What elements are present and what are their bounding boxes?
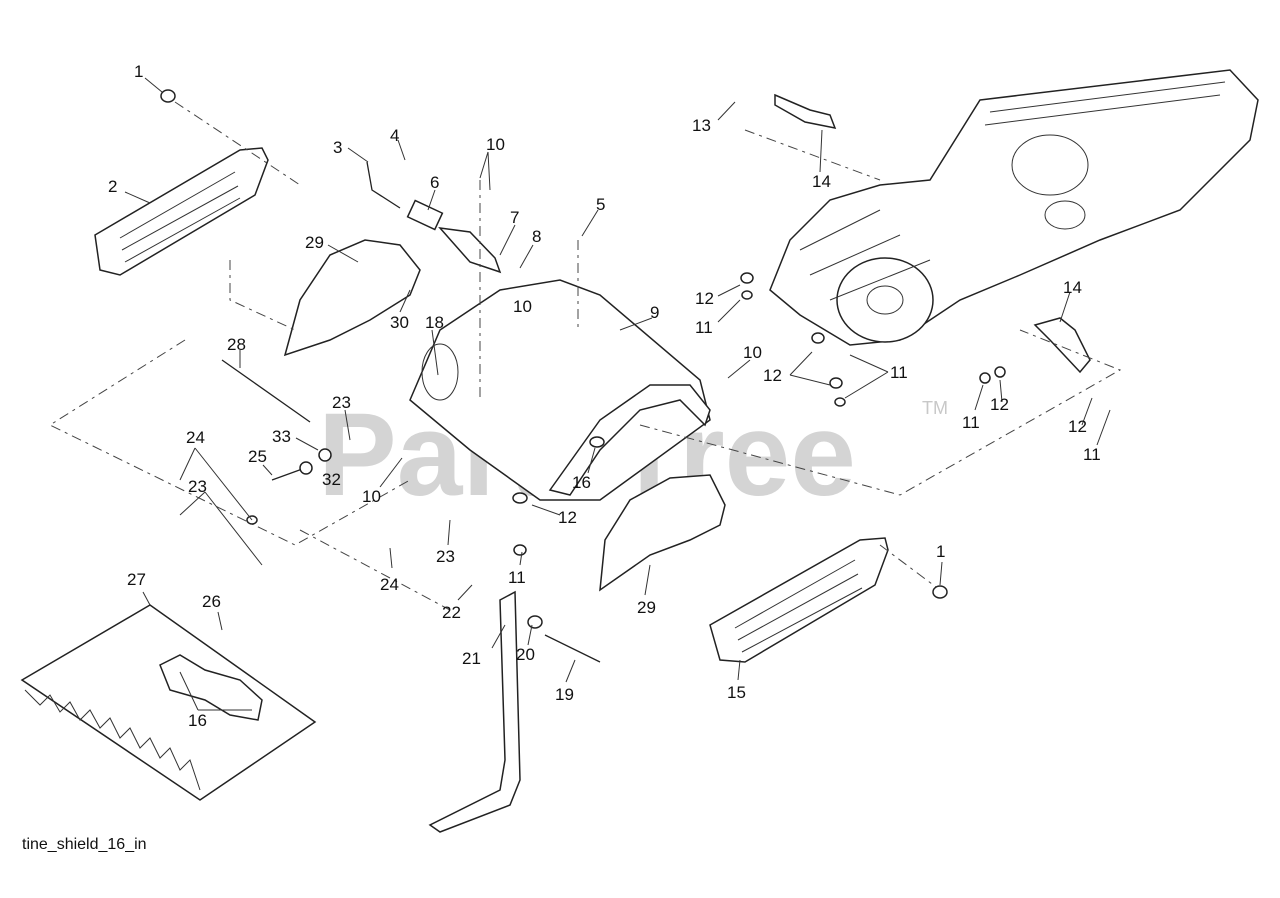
- callout-25: 25: [248, 447, 267, 466]
- depth-stake: [428, 590, 521, 833]
- callout-14: 14: [812, 172, 831, 191]
- bracket-14-lower: [1033, 317, 1091, 374]
- callout-4: 4: [390, 126, 399, 145]
- leader-lines: [124, 77, 1111, 711]
- callout-1: 1: [134, 62, 143, 81]
- diagram-caption: tine_shield_16_in: [22, 836, 147, 853]
- side-shield-right: [709, 537, 889, 663]
- shield-half-upper: [283, 239, 421, 357]
- rear-flap: [20, 604, 317, 801]
- callout-26: 26: [202, 592, 221, 611]
- callout-32: 32: [322, 470, 341, 489]
- tine-shield-main: [409, 279, 711, 501]
- callout-23: 23: [332, 393, 351, 412]
- callout-12: 12: [763, 366, 782, 385]
- assembly-lines: [48, 101, 1122, 611]
- callout-20: 20: [516, 645, 535, 664]
- bracket-14-upper: [774, 93, 837, 130]
- callout-15: 15: [727, 683, 746, 702]
- callout-12: 12: [558, 508, 577, 527]
- callout-3: 3: [333, 138, 342, 157]
- callout-16: 16: [188, 711, 207, 730]
- callout-24: 24: [186, 428, 205, 447]
- shield-half-lower: [599, 474, 726, 592]
- pin-19: [544, 634, 601, 663]
- pin-25: [271, 467, 306, 481]
- hardware: [160, 89, 1006, 629]
- callout-10: 10: [513, 297, 532, 316]
- callout-12: 12: [695, 289, 714, 308]
- callout-12: 12: [990, 395, 1009, 414]
- callout-1: 1: [936, 542, 945, 561]
- lever-3: [366, 161, 401, 209]
- callout-6: 6: [430, 173, 439, 192]
- callout-labels: 1 2 3 4 10 6 5 7 8 29 30 18 10 9 13 14 1…: [108, 62, 1101, 730]
- callout-8: 8: [532, 227, 541, 246]
- side-shield-left: [94, 147, 269, 276]
- bracket-7: [438, 226, 502, 274]
- callout-10: 10: [486, 135, 505, 154]
- callout-23: 23: [436, 547, 455, 566]
- callout-33: 33: [272, 427, 291, 446]
- watermark-trademark: TM: [922, 398, 948, 418]
- spring-6: [406, 199, 444, 231]
- callout-11: 11: [890, 363, 908, 382]
- callout-10: 10: [362, 487, 381, 506]
- callout-14: 14: [1063, 278, 1082, 297]
- callout-29: 29: [637, 598, 656, 617]
- callout-24: 24: [380, 575, 399, 594]
- callout-13: 13: [692, 116, 711, 135]
- callout-12: 12: [1068, 417, 1087, 436]
- callout-16: 16: [572, 473, 591, 492]
- callout-23: 23: [188, 477, 207, 496]
- callout-28: 28: [227, 335, 246, 354]
- callout-9: 9: [650, 303, 659, 322]
- callout-2: 2: [108, 177, 117, 196]
- callout-22: 22: [442, 603, 461, 622]
- callout-18: 18: [425, 313, 444, 332]
- callout-19: 19: [555, 685, 574, 704]
- callout-7: 7: [510, 208, 519, 227]
- callout-29: 29: [305, 233, 324, 252]
- callout-11: 11: [962, 413, 980, 432]
- callout-5: 5: [596, 195, 605, 214]
- callout-11: 11: [1083, 445, 1101, 464]
- callout-27: 27: [127, 570, 146, 589]
- callout-21: 21: [462, 649, 481, 668]
- tiller-frame: [769, 69, 1259, 346]
- callout-11: 11: [695, 318, 713, 337]
- callout-30: 30: [390, 313, 409, 332]
- callout-10: 10: [743, 343, 762, 362]
- callout-11: 11: [508, 568, 526, 587]
- rod-28: [221, 359, 311, 423]
